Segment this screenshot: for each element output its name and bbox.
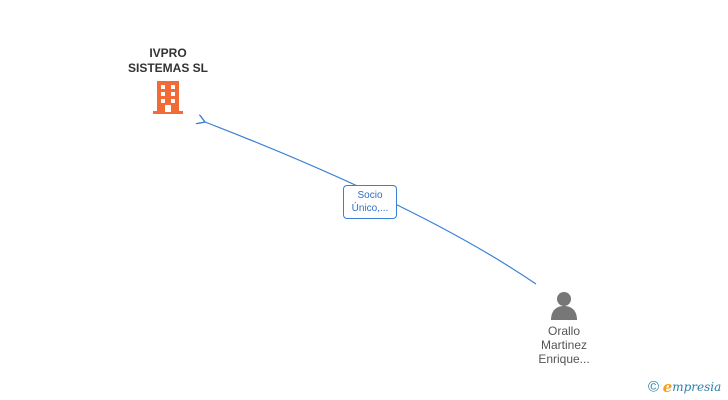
- person-name[interactable]: Orallo Martinez Enrique...: [520, 324, 608, 366]
- company-node[interactable]: IVPRO SISTEMAS SL: [110, 46, 226, 115]
- relation-label-line2: Único,...: [351, 203, 389, 214]
- company-name[interactable]: IVPRO SISTEMAS SL: [127, 46, 208, 75]
- person-name-line2: Martinez: [540, 338, 587, 352]
- person-name-line1: Orallo: [547, 324, 580, 338]
- relation-label-line1: Socio: [357, 190, 383, 201]
- logo-initial: e: [662, 378, 673, 396]
- logo-text: mpresia: [672, 380, 722, 394]
- empresia-logo[interactable]: © empresia: [648, 378, 721, 398]
- building-icon: [153, 81, 183, 114]
- person-icon: [551, 292, 577, 320]
- relation-label[interactable]: Socio Único,...: [343, 185, 397, 219]
- person-name-line3: Enrique...: [538, 352, 590, 366]
- copyright-icon: ©: [648, 378, 660, 396]
- person-node[interactable]: Orallo Martinez Enrique...: [520, 290, 608, 366]
